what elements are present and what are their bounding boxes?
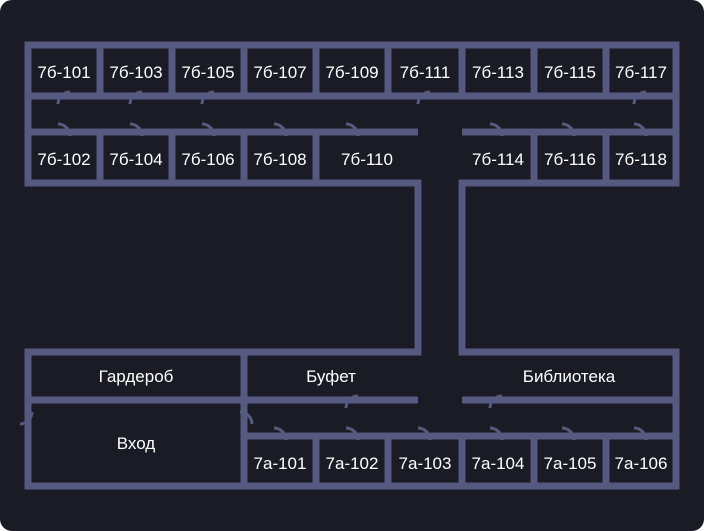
room-7b-103: 7б-103	[109, 63, 162, 82]
room-7b-102: 7б-102	[37, 150, 90, 169]
room-7b-109: 7б-109	[325, 63, 378, 82]
room-7b-113: 7б-113	[472, 63, 524, 82]
room-7b-111: 7б-111	[400, 63, 451, 82]
room-7b-116: 7б-116	[544, 150, 596, 169]
room-7b-115: 7б-115	[544, 63, 596, 82]
room-7a-102: 7а-102	[326, 454, 379, 473]
common-room-labels: Гардероб Буфет Библиотека Вход	[99, 367, 616, 453]
wing-a-labels: 7а-101 7а-102 7а-103 7а-104 7а-105 7а-10…	[254, 454, 668, 473]
room-7b-118: 7б-118	[615, 150, 667, 169]
outer-walls	[24, 41, 680, 490]
room-7b-107: 7б-107	[253, 63, 306, 82]
room-entrance: Вход	[117, 434, 156, 453]
room-7b-110: 7б-110	[341, 150, 393, 169]
room-7a-103: 7а-103	[399, 454, 452, 473]
door-swings	[19, 90, 648, 441]
room-buffet: Буфет	[306, 367, 356, 386]
room-7a-101: 7а-101	[254, 454, 307, 473]
room-7b-114: 7б-114	[472, 150, 524, 169]
north-block-outline	[24, 41, 680, 490]
room-7a-104: 7а-104	[472, 454, 525, 473]
room-7b-101: 7б-101	[37, 63, 90, 82]
room-wardrobe: Гардероб	[99, 367, 174, 386]
room-library: Библиотека	[523, 367, 616, 386]
room-7b-105: 7б-105	[181, 63, 234, 82]
wing-b-south-labels: 7б-102 7б-104 7б-106 7б-108 7б-110 7б-11…	[37, 150, 667, 169]
room-7b-106: 7б-106	[181, 150, 234, 169]
wing-b-north-labels: 7б-101 7б-103 7б-105 7б-107 7б-109 7б-11…	[37, 63, 667, 82]
room-7b-117: 7б-117	[615, 63, 667, 82]
room-7b-104: 7б-104	[109, 150, 162, 169]
room-7a-105: 7а-105	[544, 454, 597, 473]
room-7a-106: 7а-106	[615, 454, 668, 473]
room-7b-108: 7б-108	[253, 150, 306, 169]
interior-walls	[28, 45, 676, 486]
